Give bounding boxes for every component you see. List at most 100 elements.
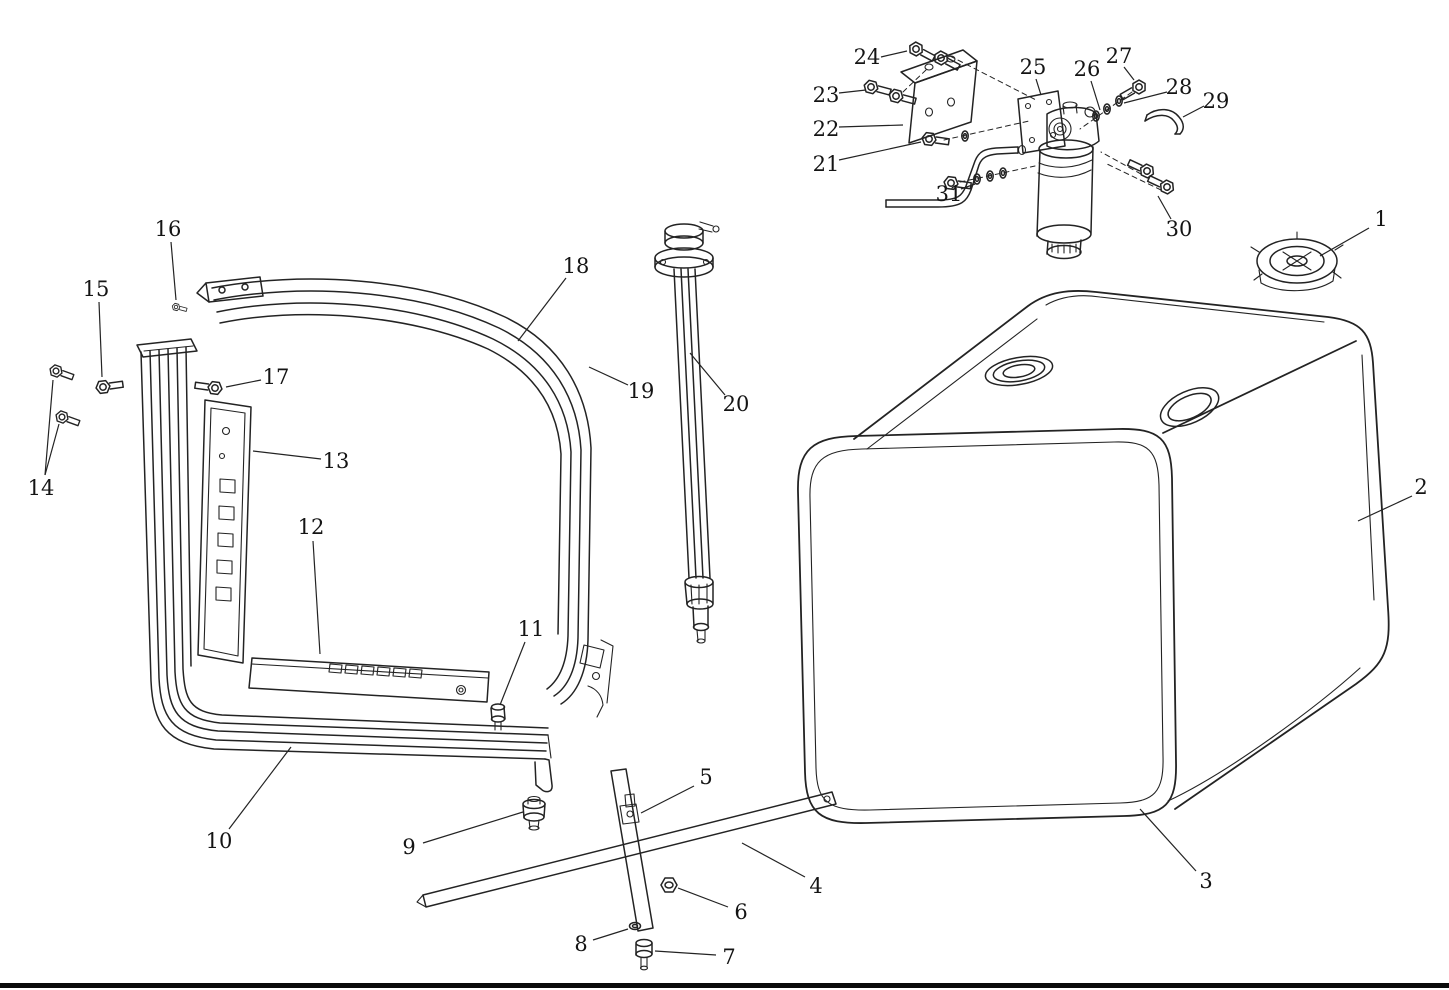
hex-bolt-icon xyxy=(94,377,125,395)
filter-assembly xyxy=(861,39,1184,260)
callout-leader-2 xyxy=(1357,495,1413,522)
screws-part-14 xyxy=(47,363,82,429)
callout-label-4: 4 xyxy=(809,874,822,898)
callout-leader-3 xyxy=(1139,808,1197,872)
callout-leader-21 xyxy=(838,141,922,161)
callout-leader-9 xyxy=(422,811,524,844)
bolt-part-15 xyxy=(94,377,125,395)
callout-leader-8 xyxy=(592,928,629,941)
callout-label-28: 28 xyxy=(1166,75,1193,99)
callout-leader-13 xyxy=(252,450,322,460)
hose-part-29 xyxy=(1144,108,1184,135)
callout-label-25: 25 xyxy=(1020,55,1047,79)
callout-leader-25 xyxy=(1035,78,1042,96)
washer-icon xyxy=(999,167,1007,179)
hex-bolt-icon xyxy=(193,378,224,396)
callout-label-29: 29 xyxy=(1203,89,1230,113)
callout-leader-27 xyxy=(1123,66,1135,81)
slotted-side-plate xyxy=(197,399,252,664)
callout-leader-10 xyxy=(228,746,292,830)
callout-label-2: 2 xyxy=(1414,475,1427,499)
hex-bolt-icon xyxy=(47,363,76,383)
callout-label-30: 30 xyxy=(1166,217,1193,241)
filter-pump-unit xyxy=(1036,101,1100,260)
callout-label-19: 19 xyxy=(628,379,655,403)
hex-bolt-icon xyxy=(171,302,188,314)
hex-bolt-icon xyxy=(861,78,893,99)
callout-label-22: 22 xyxy=(813,117,840,141)
callout-leader-26 xyxy=(1090,80,1101,111)
callout-leader-15 xyxy=(98,301,103,378)
callout-label-8: 8 xyxy=(574,932,587,956)
callout-leader-29 xyxy=(1182,105,1205,118)
bolt-part-17 xyxy=(193,378,224,396)
callout-leader-4 xyxy=(741,842,806,878)
callout-label-14: 14 xyxy=(28,476,55,500)
callout-leader-18 xyxy=(517,277,567,342)
callout-label-20: 20 xyxy=(723,392,750,416)
assembly-axis-lines xyxy=(902,55,1162,191)
callout-label-24: 24 xyxy=(854,45,881,69)
washer-part-8 xyxy=(628,921,642,931)
hex-bolt-icon xyxy=(1145,172,1177,197)
stud-part-11 xyxy=(490,703,506,731)
short-cross-strap xyxy=(610,768,654,932)
long-cross-strap xyxy=(416,791,837,908)
callout-leader-28 xyxy=(1123,91,1168,104)
callout-leader-23 xyxy=(838,89,867,94)
foot-bolt-part-9 xyxy=(522,795,546,831)
washer-icon xyxy=(1103,103,1111,115)
callout-label-27: 27 xyxy=(1106,44,1133,68)
callout-leader-6 xyxy=(677,887,729,908)
fuel-level-sender xyxy=(654,221,720,644)
callout-leader-1 xyxy=(1319,227,1370,257)
callout-leader-12 xyxy=(312,540,321,655)
callout-leader-31 xyxy=(960,183,976,190)
callout-leader-19 xyxy=(588,366,629,386)
callout-leader-14 xyxy=(44,423,60,476)
callout-label-3: 3 xyxy=(1199,869,1212,893)
callout-leader-30 xyxy=(1157,195,1172,220)
tank-strap-band xyxy=(196,276,614,718)
callout-label-21: 21 xyxy=(813,152,840,176)
callout-label-23: 23 xyxy=(813,83,840,107)
mounting-channel-frame xyxy=(136,338,553,793)
hex-bolt-icon xyxy=(886,87,918,108)
angle-bracket-part-22 xyxy=(900,49,978,144)
callout-leader-20 xyxy=(689,352,726,396)
bottom-rule xyxy=(0,983,1449,988)
callout-label-7: 7 xyxy=(722,945,735,969)
callout-leader-17 xyxy=(225,379,262,388)
callout-leader-14 xyxy=(44,379,54,476)
callout-leader-22 xyxy=(838,124,904,128)
hex-bolt-icon xyxy=(931,48,963,74)
callout-label-11: 11 xyxy=(518,617,545,641)
filler-neck-ring xyxy=(984,355,1054,387)
callout-label-1: 1 xyxy=(1374,207,1387,231)
callout-leader-7 xyxy=(654,950,717,956)
callout-label-15: 15 xyxy=(83,277,110,301)
callout-label-5: 5 xyxy=(699,765,712,789)
callout-label-12: 12 xyxy=(298,515,325,539)
callout-label-6: 6 xyxy=(734,900,747,924)
fuel-tank-body xyxy=(797,290,1390,824)
tank-top-boss xyxy=(1159,387,1220,428)
callout-label-31: 31 xyxy=(936,182,963,206)
callout-leader-11 xyxy=(499,641,526,706)
hex-bolt-icon xyxy=(906,39,938,65)
callout-leader-16 xyxy=(170,241,177,301)
callout-label-16: 16 xyxy=(155,217,182,241)
callout-label-10: 10 xyxy=(206,829,233,853)
callout-leader-5 xyxy=(640,785,695,814)
pin-part-16 xyxy=(171,302,188,314)
callout-label-18: 18 xyxy=(563,254,590,278)
tank-filler-cap xyxy=(1250,231,1344,292)
callout-label-26: 26 xyxy=(1074,57,1101,81)
slotted-bottom-plate xyxy=(248,657,490,703)
hex-nut-part-6 xyxy=(660,877,678,893)
callout-leader-24 xyxy=(880,50,908,58)
callout-label-13: 13 xyxy=(323,449,350,473)
